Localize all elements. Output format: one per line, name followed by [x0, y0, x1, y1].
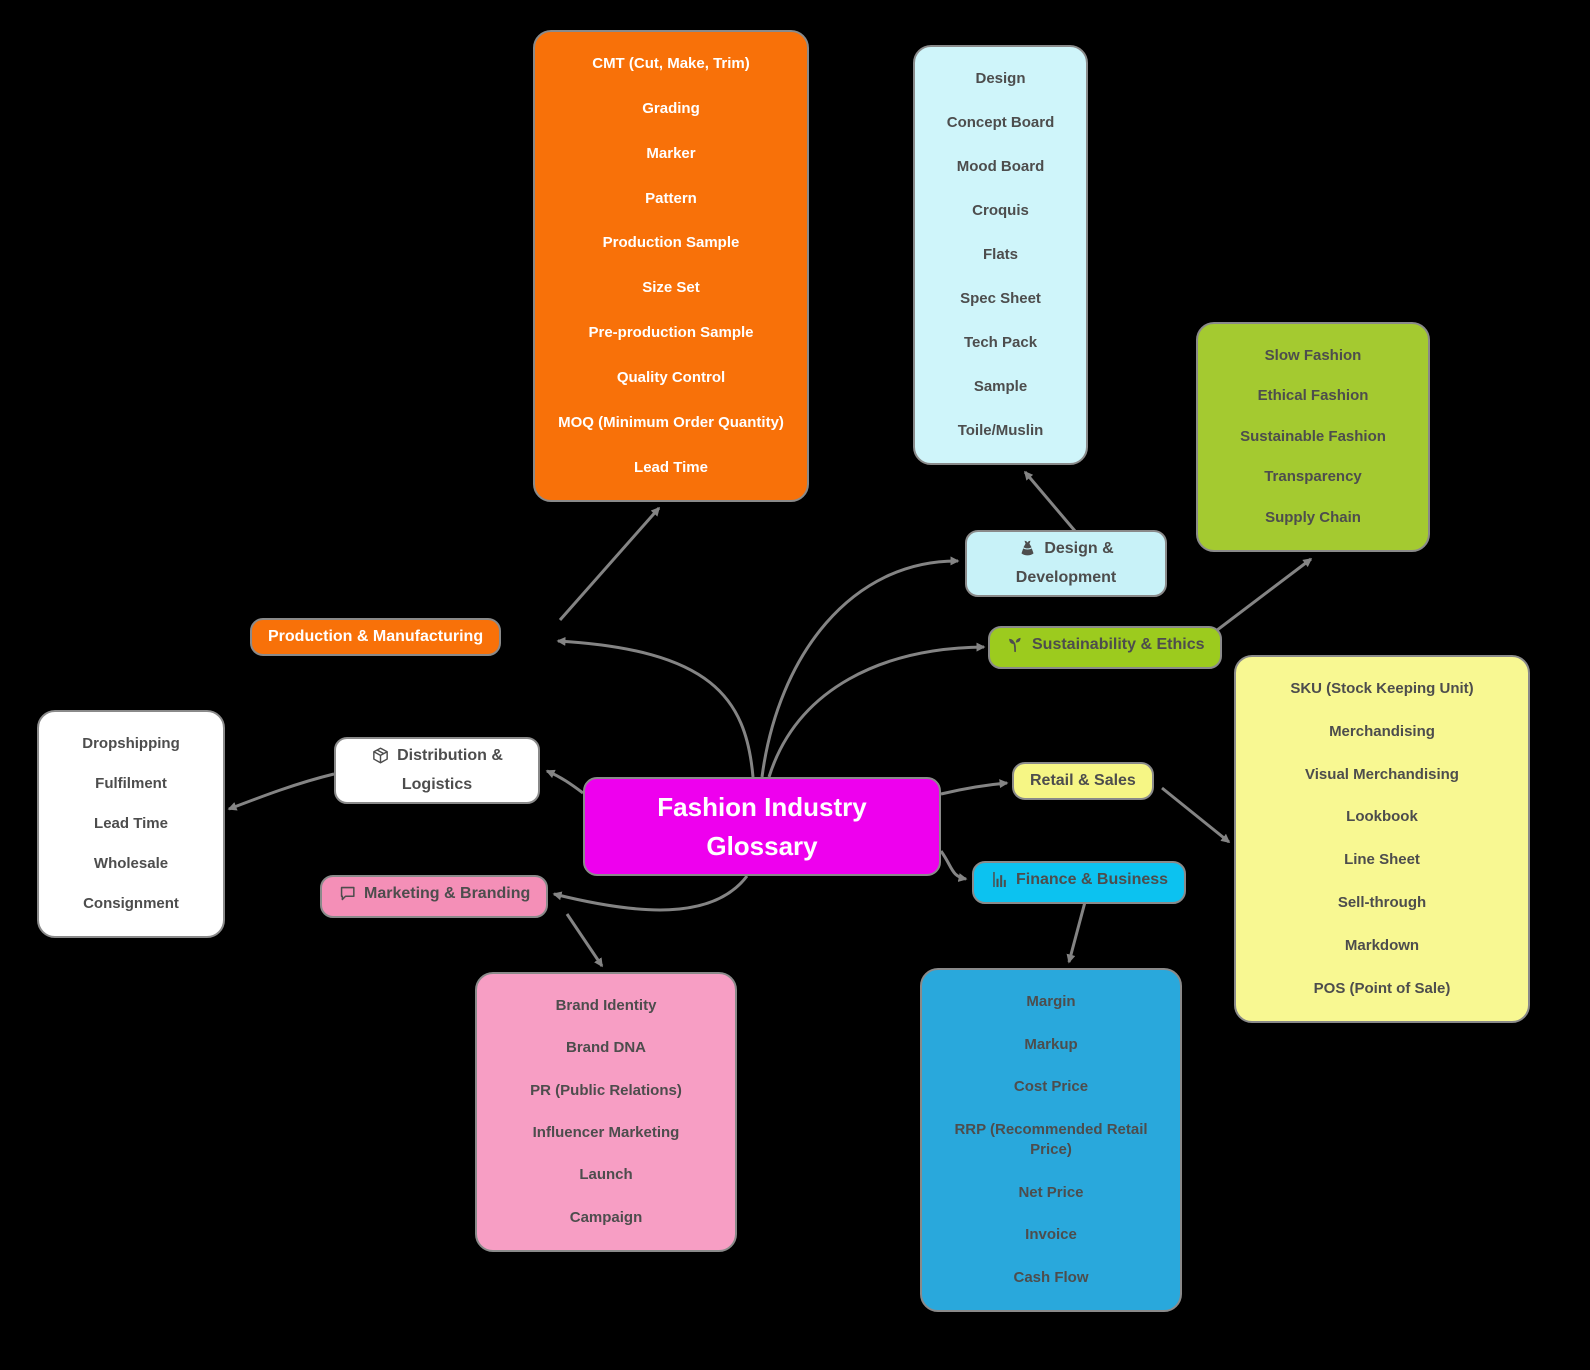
term-item: Lookbook	[1346, 808, 1418, 826]
edge-center-to-retail	[940, 779, 1009, 796]
edge-design-to-terms	[1023, 470, 1077, 532]
term-item: Supply Chain	[1265, 508, 1361, 526]
speech-bubble-icon	[338, 884, 357, 911]
term-item: Launch	[579, 1166, 633, 1184]
dress-icon	[1018, 539, 1037, 566]
term-item: CMT (Cut, Make, Trim)	[592, 55, 750, 72]
edge-center-to-production	[556, 636, 755, 778]
category-node-sustainability-ethics[interactable]: Sustainability & Ethics	[988, 626, 1223, 669]
term-item: Mood Board	[956, 157, 1045, 175]
term-item: RRP (Recommended Retail Price)	[954, 1120, 1148, 1158]
term-item: Margin	[1026, 993, 1076, 1010]
edge-distribution-to-terms	[227, 772, 335, 811]
term-item: Size Set	[642, 279, 700, 297]
term-item: Invoice	[1025, 1226, 1077, 1244]
category-label: Marketing & Branding	[364, 885, 531, 902]
term-item: Marker	[646, 144, 696, 162]
term-item: POS (Point of Sale)	[1313, 979, 1451, 997]
term-item: Toile/Muslin	[957, 421, 1044, 439]
edge-finance-to-terms	[1066, 901, 1087, 964]
term-item: Brand DNA	[565, 1039, 646, 1057]
term-item: Sell-through	[1337, 894, 1427, 912]
term-item: Spec Sheet	[960, 289, 1041, 307]
term-item: Brand Identity	[555, 997, 657, 1014]
edge-center-to-sustainability	[767, 642, 986, 778]
edge-center-to-marketing	[552, 875, 749, 912]
term-item: SKU (Stock Keeping Unit)	[1290, 680, 1474, 697]
package-icon	[371, 746, 390, 773]
term-item: Design	[975, 70, 1026, 87]
term-item: Pattern	[645, 189, 697, 207]
term-item: Croquis	[972, 201, 1029, 219]
category-node-marketing-branding[interactable]: Marketing & Branding	[320, 875, 549, 918]
term-item: Ethical Fashion	[1257, 387, 1369, 405]
category-node-retail-sales[interactable]: Retail & Sales	[1012, 762, 1154, 800]
term-item: PR (Public Relations)	[530, 1081, 682, 1099]
term-item: Sample	[973, 377, 1028, 395]
term-item: Slow Fashion	[1264, 347, 1362, 364]
edge-sustainability-to-terms	[1203, 557, 1313, 642]
term-item: Dropshipping	[82, 735, 180, 752]
seedling-icon	[1006, 635, 1025, 662]
term-item: Concept Board	[946, 113, 1055, 131]
category-label: Sustainability & Ethics	[1032, 636, 1205, 653]
term-item: Influencer Marketing	[532, 1124, 680, 1142]
term-item: Campaign	[569, 1208, 643, 1226]
term-item: Wholesale	[93, 854, 169, 872]
term-item: Markdown	[1344, 936, 1420, 954]
term-item: Pre-production Sample	[588, 324, 754, 342]
term-item: MOQ (Minimum Order Quantity)	[558, 413, 784, 431]
term-item: Grading	[642, 99, 700, 117]
center-title: Fashion Industry Glossary	[657, 791, 867, 861]
category-node-production-manufacturing[interactable]: Production & Manufacturing	[250, 618, 502, 656]
category-node-design-development[interactable]: Design & Development	[965, 530, 1167, 597]
term-item: Cost Price	[1013, 1078, 1089, 1096]
category-label: Retail & Sales	[1030, 772, 1136, 789]
term-item: Line Sheet	[1344, 851, 1420, 869]
term-item: Production Sample	[602, 234, 740, 252]
category-node-finance-business[interactable]: Finance & Business	[972, 861, 1187, 904]
term-item: Lead Time	[634, 458, 708, 476]
edge-center-to-finance	[939, 850, 968, 882]
term-item: Markup	[1024, 1035, 1078, 1053]
edge-center-to-distribution	[545, 769, 584, 795]
category-label: Finance & Business	[1016, 871, 1169, 888]
term-item: Flats	[982, 245, 1018, 263]
category-node-distribution-logistics[interactable]: Distribution & Logistics	[334, 737, 540, 804]
category-label: Distribution & Logistics	[397, 747, 503, 793]
term-item: Visual Merchandising	[1305, 765, 1459, 783]
edge-retail-to-terms	[1161, 786, 1231, 844]
term-item: Net Price	[1018, 1183, 1084, 1201]
term-item: Sustainable Fashion	[1240, 427, 1386, 445]
term-item: Consignment	[83, 894, 179, 912]
center-node[interactable]: Fashion Industry Glossary	[583, 777, 941, 876]
category-label: Design & Development	[1015, 540, 1117, 586]
term-item: Tech Pack	[963, 333, 1038, 351]
term-item: Lead Time	[94, 814, 168, 832]
term-item: Cash Flow	[1013, 1268, 1089, 1286]
edge-production-to-terms	[558, 506, 661, 621]
category-label: Production & Manufacturing	[268, 628, 484, 645]
term-item: Merchandising	[1329, 722, 1435, 740]
term-item: Fulfilment	[95, 774, 167, 792]
edge-center-to-design	[760, 556, 960, 778]
term-item: Transparency	[1264, 468, 1362, 486]
edge-marketing-to-terms	[565, 913, 604, 968]
term-item: Quality Control	[616, 369, 726, 387]
bar-chart-icon	[990, 870, 1009, 897]
